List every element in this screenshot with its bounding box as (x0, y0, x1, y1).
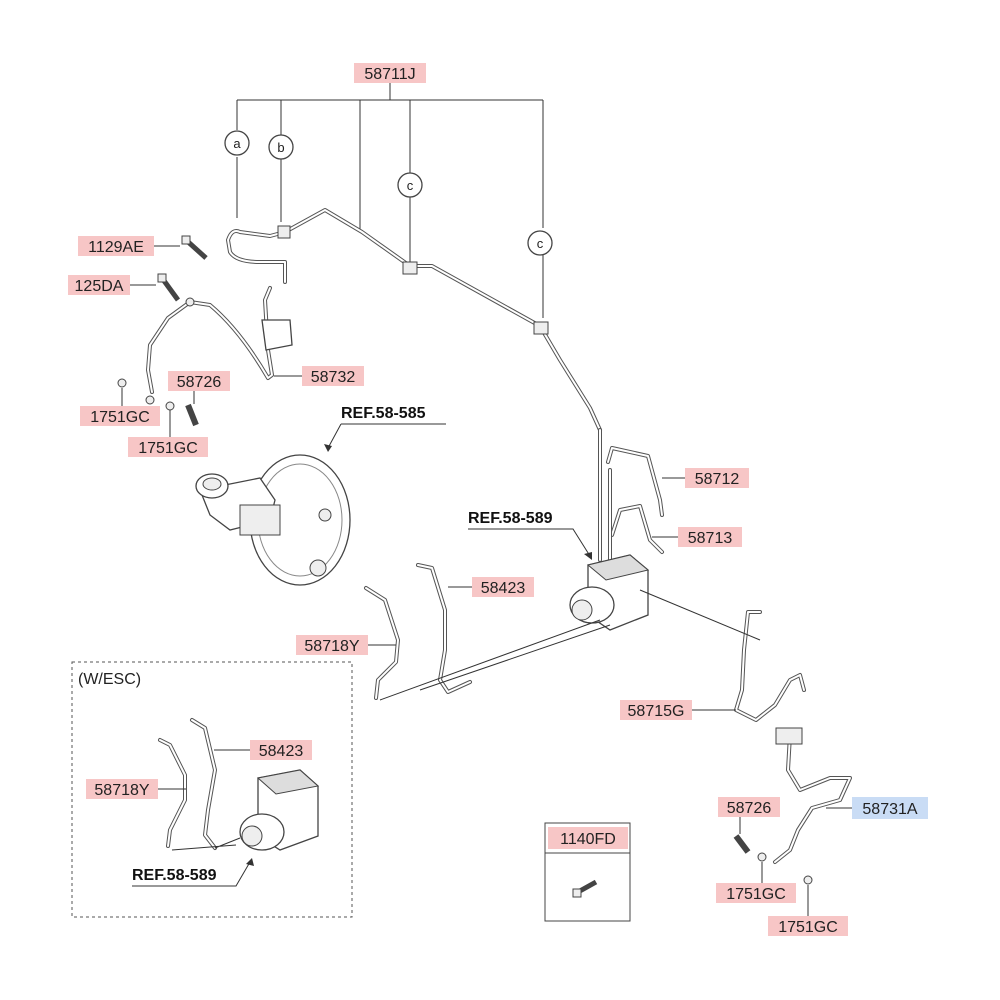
washer-1751GC-left (117, 378, 175, 411)
part-label-1751GC-3[interactable]: 1751GC (726, 886, 786, 903)
circle-label-b: b (277, 140, 284, 155)
callout-58423-main: 58423 (448, 577, 534, 597)
wesc-inset: (W/ESC) (71, 661, 353, 918)
circle-label-a: a (233, 136, 241, 151)
callout-1129AE: 1129AE (78, 236, 180, 256)
brake-line-58711J (226, 208, 602, 432)
part-label-1751GC-4[interactable]: 1751GC (778, 919, 838, 936)
brake-hose-58731A (773, 727, 852, 864)
part-label-58713[interactable]: 58713 (688, 530, 733, 547)
callout-58732: 58732 (274, 366, 364, 386)
part-label-58712[interactable]: 58712 (695, 471, 740, 488)
circle-marker-a: a (224, 130, 250, 156)
part-label-58718Y-inset[interactable]: 58718Y (94, 782, 149, 799)
callout-58713: 58713 (652, 527, 742, 547)
ref-label-58-589[interactable]: REF.58-589 (468, 510, 553, 527)
callout-58715G: 58715G (620, 700, 736, 720)
bolt-1129AE (181, 235, 208, 260)
part-label-58726-left[interactable]: 58726 (177, 374, 222, 391)
callout-58711J: 58711J (236, 63, 544, 318)
callout-REF-58-585: REF.58-585 (324, 405, 446, 452)
part-label-58711J[interactable]: 58711J (364, 66, 415, 83)
part-label-58423-main[interactable]: 58423 (481, 580, 526, 597)
callout-58718Y-main: 58718Y (296, 635, 396, 655)
circle-marker-c1: c (397, 172, 423, 198)
mounting-bracket (261, 319, 293, 351)
callout-1751GC-left-2: 1751GC (128, 410, 208, 457)
hydraulic-unit (379, 554, 761, 701)
circle-marker-c2: c (527, 230, 553, 256)
hose-bracket (775, 727, 803, 745)
brake-line-58423 (416, 563, 472, 694)
callout-58712: 58712 (662, 468, 749, 488)
part-label-58718Y-main[interactable]: 58718Y (304, 638, 359, 655)
brake-line-58732 (146, 286, 293, 394)
part-label-58731A[interactable]: 58731A (862, 801, 917, 818)
callout-1751GC-right-1: 1751GC (716, 862, 796, 903)
part-label-1140FD[interactable]: 1140FD (560, 831, 616, 848)
callout-125DA: 125DA (68, 275, 156, 295)
callout-58726-right: 58726 (718, 797, 780, 834)
callout-1751GC-right-2: 1751GC (768, 885, 848, 936)
brake-line-58715G (734, 610, 806, 722)
callout-58731A: 58731A (826, 797, 928, 819)
brake-line-58718Y (364, 586, 400, 700)
bolt-58726-right (733, 834, 751, 854)
circle-label-c2: c (537, 236, 544, 251)
part-label-58726-right[interactable]: 58726 (727, 800, 772, 817)
brake-booster (195, 454, 351, 586)
brake-line-vertical (598, 428, 612, 562)
ref-label-58-585[interactable]: REF.58-585 (341, 405, 426, 422)
part-box-1140FD: 1140FD (544, 822, 631, 922)
brake-line-58712 (606, 446, 664, 517)
circle-marker-b: b (268, 134, 294, 160)
callout-REF-58-589-inset: REF.58-589 (132, 858, 254, 887)
callout-58423-inset: 58423 (214, 740, 312, 760)
part-label-1751GC-2[interactable]: 1751GC (138, 440, 198, 457)
bolt-125DA (157, 273, 181, 302)
inset-title: (W/ESC) (78, 671, 141, 688)
part-label-58423-inset[interactable]: 58423 (259, 743, 304, 760)
part-label-1129AE[interactable]: 1129AE (88, 239, 144, 256)
ref-label-58-589-inset[interactable]: REF.58-589 (132, 867, 217, 884)
circle-label-c1: c (407, 178, 414, 193)
tag-bg (354, 63, 426, 83)
callout-58726-left: 58726 (168, 371, 230, 404)
callout-1751GC-left-1: 1751GC (80, 388, 160, 426)
bolt-58726-left (185, 403, 199, 427)
part-label-1751GC-1[interactable]: 1751GC (90, 409, 150, 426)
part-label-125DA[interactable]: 125DA (75, 278, 124, 295)
callout-58718Y-inset: 58718Y (86, 779, 186, 799)
callout-REF-58-589: REF.58-589 (468, 510, 592, 560)
part-label-58732[interactable]: 58732 (311, 369, 356, 386)
washer-1751GC-right (757, 852, 813, 885)
part-label-58715G[interactable]: 58715G (628, 703, 685, 720)
brake-line-58713 (610, 504, 664, 554)
